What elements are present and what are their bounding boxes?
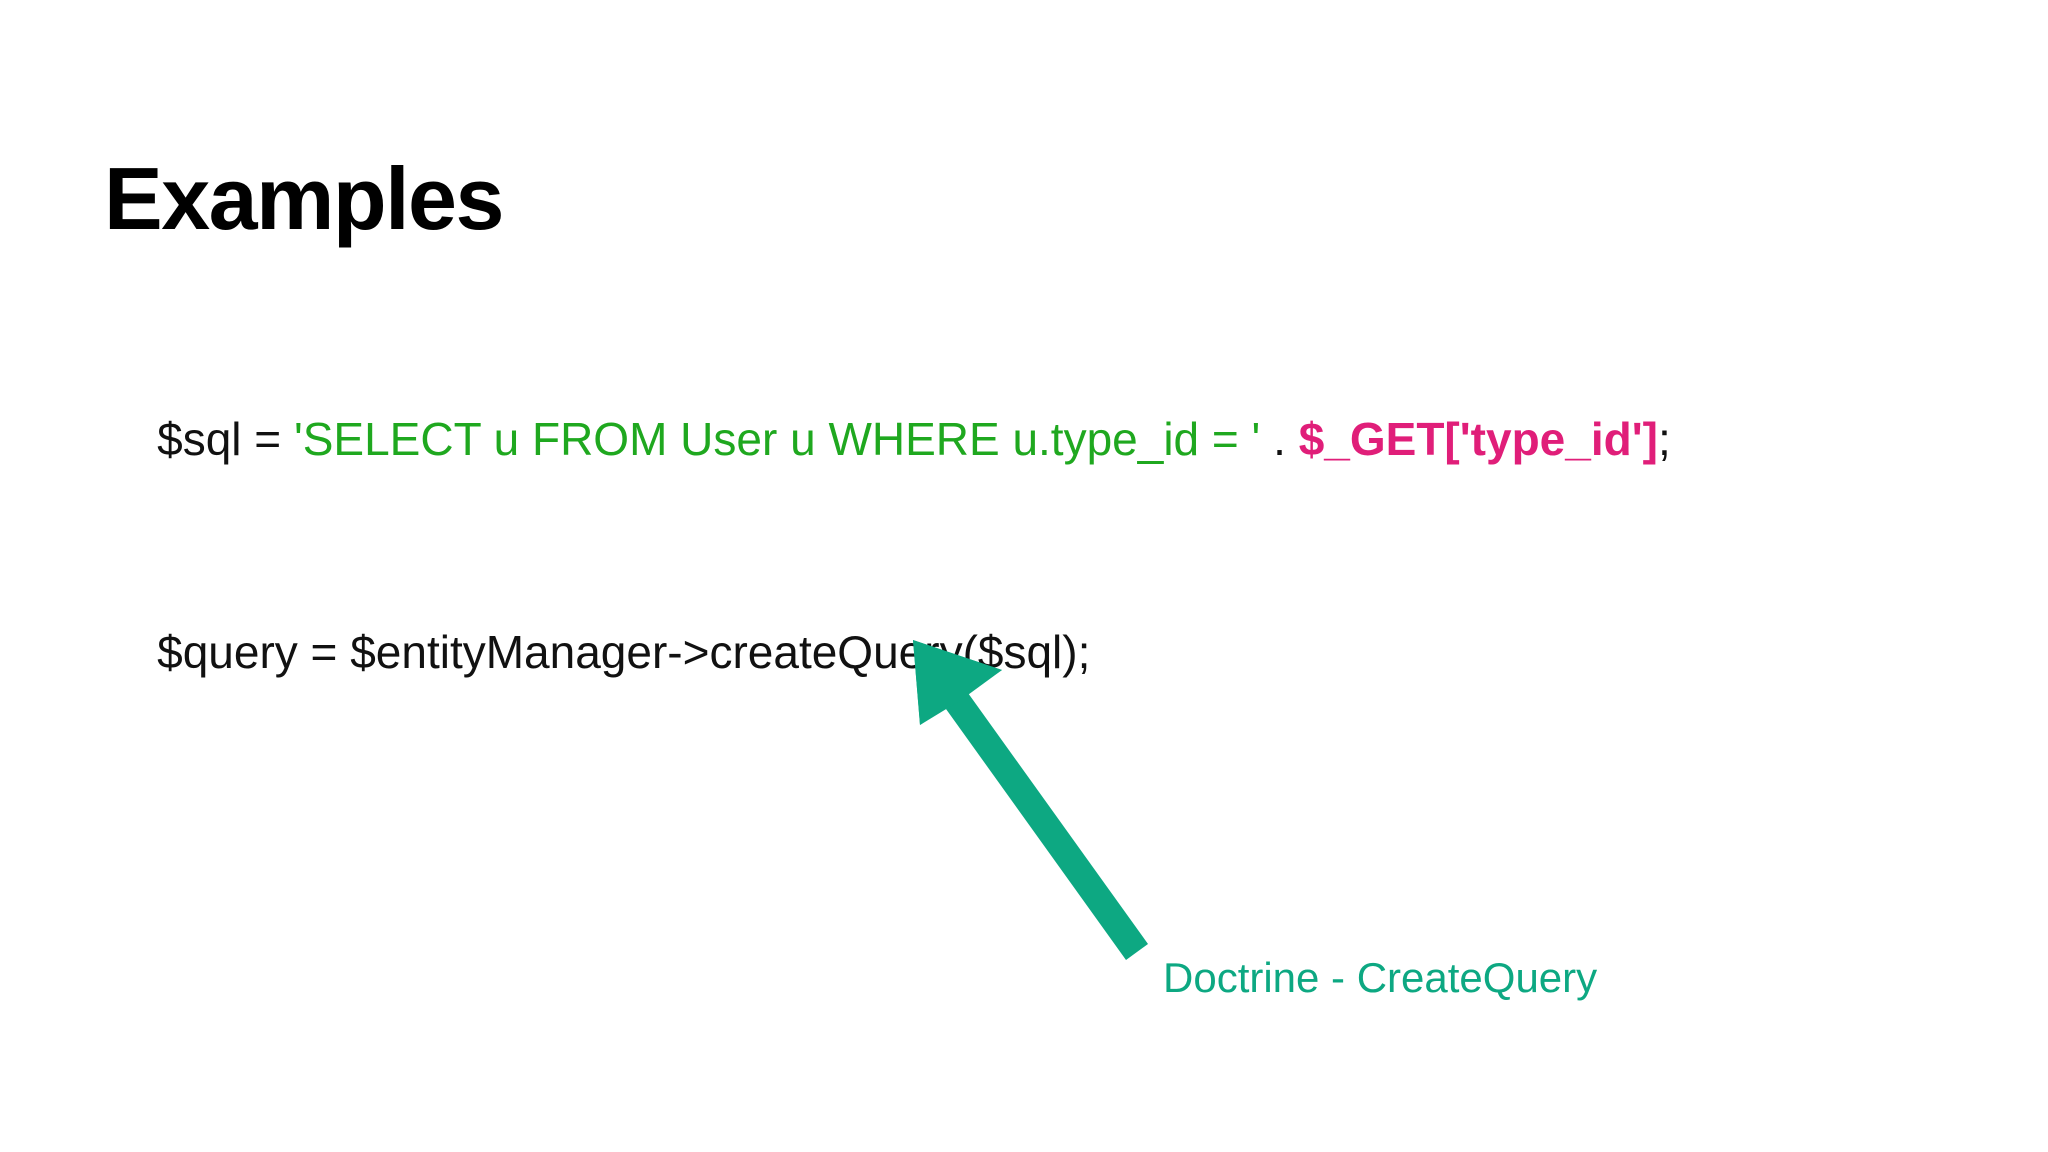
code-token-semicolon-1: ;: [1657, 413, 1671, 465]
code-token-get-superglobal: $_GET['type_id']: [1298, 413, 1658, 465]
code-token-sql-string: 'SELECT u FROM User u WHERE u.type_id = …: [293, 413, 1261, 465]
page-title: Examples: [104, 148, 504, 248]
annotation-label-doctrine-createquery: Doctrine - CreateQuery: [1163, 954, 1598, 1001]
code-line-1: $sql = 'SELECT u FROM User u WHERE u.typ…: [106, 370, 1671, 508]
code-token-concat: .: [1260, 413, 1299, 465]
code-token-create-query: $query = $entityManager->createQuery($sq…: [157, 626, 1091, 678]
code-line-2: $query = $entityManager->createQuery($sq…: [106, 583, 1090, 721]
code-token-assign-sql: $sql =: [157, 413, 294, 465]
